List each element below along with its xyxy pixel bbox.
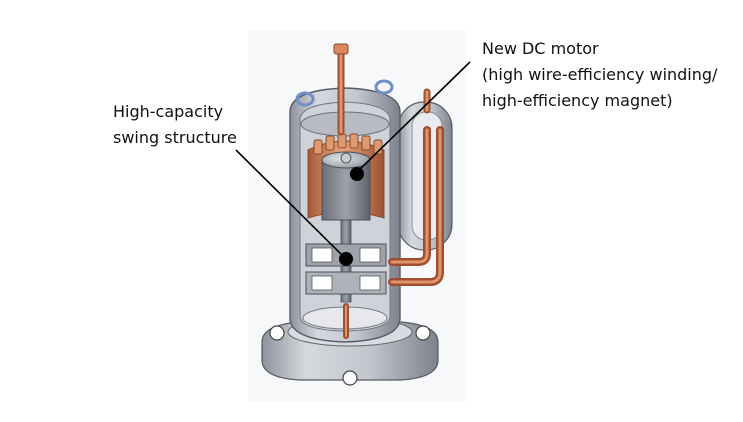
dc-motor-rotor <box>321 151 371 221</box>
swing-leader <box>235 149 353 266</box>
swing-structure-label-line1: High-capacity <box>113 102 224 121</box>
dc-motor-label-line1: New DC motor <box>482 39 599 58</box>
swing-structure-label-line2: swing structure <box>113 128 237 147</box>
motor-leader <box>350 61 471 181</box>
swing-structure-label: High-capacity swing structure <box>113 99 237 151</box>
swing-pointer-dot <box>339 252 353 266</box>
lifting-lugs <box>295 79 394 107</box>
dc-motor-label-line2: (high wire-efficiency winding/ <box>482 65 718 84</box>
dc-motor-label: New DC motor (high wire-efficiency windi… <box>482 36 717 114</box>
dc-motor-label-line3: high-efficiency magnet) <box>482 91 673 110</box>
motor-pointer-dot <box>350 167 364 181</box>
copper-pipes <box>333 43 444 339</box>
